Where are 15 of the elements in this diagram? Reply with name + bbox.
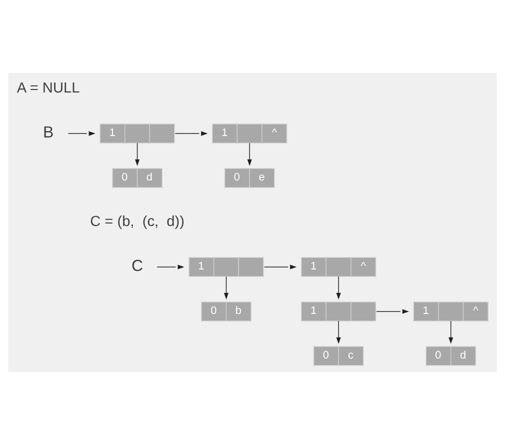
arrow bbox=[448, 320, 454, 344]
node-text: C bbox=[131, 257, 144, 276]
arrow bbox=[156, 264, 184, 270]
arrow bbox=[336, 276, 341, 300]
arrow bbox=[174, 131, 208, 136]
arrow bbox=[336, 320, 341, 344]
node-text: B bbox=[42, 124, 54, 142]
arrow bbox=[247, 142, 252, 166]
arrow bbox=[68, 131, 96, 136]
arrow bbox=[264, 264, 297, 270]
label: A = NULL bbox=[16, 80, 80, 97]
arrow bbox=[376, 309, 409, 314]
arrow bbox=[134, 142, 140, 166]
arrow bbox=[224, 276, 229, 300]
label: C = (b, (c, d)) bbox=[90, 214, 184, 230]
